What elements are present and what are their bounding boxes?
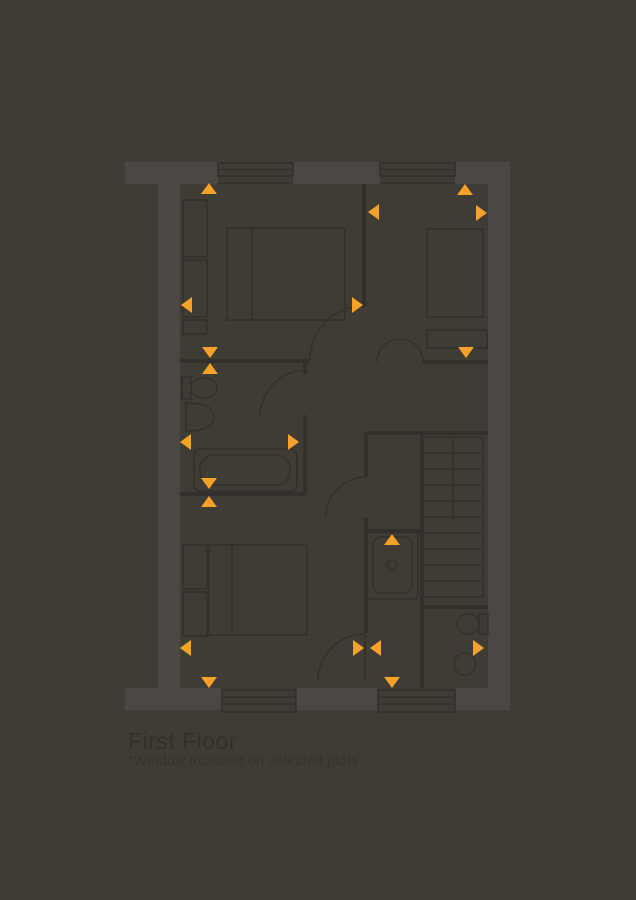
dimension-arrow [201,496,217,507]
windows [217,162,456,713]
window-bottom-left [221,689,297,713]
dimension-arrow [201,677,217,688]
wall-segment-right [488,184,510,688]
wardrobe [182,591,208,637]
window-bottom-right [377,689,456,713]
door-arc [325,476,367,518]
toilet [456,613,480,635]
dimension-arrow [384,677,400,688]
wall-segment [455,162,510,184]
wall-segment [296,688,378,710]
wardrobe [182,544,208,590]
window-top-left [217,162,294,184]
shower [366,530,419,600]
dimension-arrow [180,434,191,450]
dimension-arrow [288,434,299,450]
dimension-arrow [457,184,473,195]
dimension-arrow [473,640,484,656]
shower-tray [372,536,413,594]
plan-footnote: *Window included on selected plots [128,752,359,768]
door-arc [259,369,308,418]
dimension-arrow [368,204,379,220]
dimension-arrow [202,347,218,358]
dimension-arrow [201,478,217,489]
dimension-arrow [181,297,192,313]
dimension-arrow [384,534,400,545]
bedroom2-furniture [426,228,488,349]
plan-title: First Floor [128,728,237,754]
toilet-cistern [181,376,192,400]
basin [453,652,477,676]
door-arc [309,305,365,361]
toilet [190,377,218,399]
bathtub-inner [199,454,291,486]
toilet-cistern [478,613,489,635]
basin [185,402,215,432]
wardrobe [426,228,484,318]
dimension-arrow [202,363,218,374]
bathtub [193,448,298,492]
stairs [424,436,484,598]
wc-fixtures [453,613,489,676]
door-arc [317,633,366,682]
dimension-arrow [458,347,474,358]
window-top-right [379,162,456,184]
bed [226,227,346,321]
cupboard [182,319,208,335]
wall-segment-left [158,184,180,688]
dimension-arrow [370,640,381,656]
dimension-arrow [352,297,363,313]
wardrobe [182,259,208,318]
door-arc [376,338,424,363]
dimension-arrow [353,640,364,656]
bed [208,544,308,636]
wall-segment [455,688,510,710]
outer-walls [125,162,510,710]
bedroom1-furniture [182,199,346,335]
wall-segment [293,162,380,184]
dimension-arrows [180,183,487,688]
wall-segment [125,688,222,710]
dimension-arrow [180,640,191,656]
wardrobe [182,199,208,258]
wall-segment [125,162,218,184]
dimension-arrow [476,205,487,221]
cupboard [426,329,488,349]
shower-drain [386,559,398,571]
interior-walls [180,184,488,688]
bathroom-fixtures [181,376,298,492]
bedroom3-furniture [182,544,308,637]
dimension-arrow [201,183,217,194]
